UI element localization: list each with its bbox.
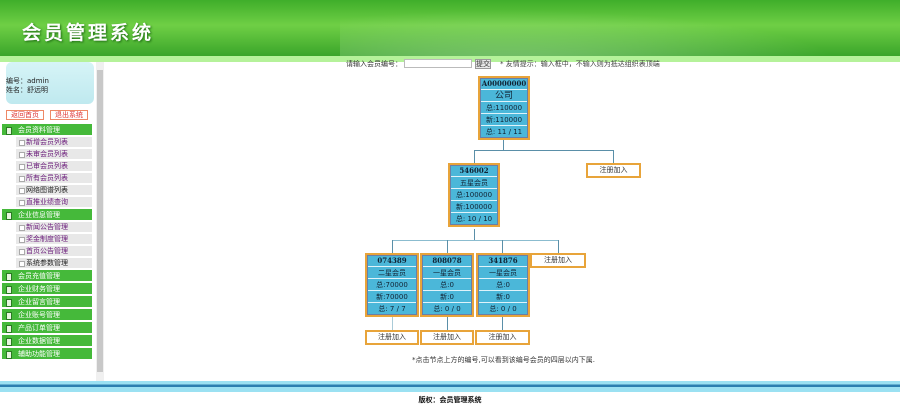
node-id-link[interactable]: 341876 xyxy=(478,255,528,267)
search-label: 请输入会员编号： xyxy=(346,60,402,68)
node-new: 新:100000 xyxy=(450,201,498,213)
tree-node: 546002 五星会员 总:100000 新:100000 总: 10 / 10 xyxy=(448,163,500,227)
sidebar-group[interactable]: 辅助功能管理 xyxy=(2,348,92,360)
header-banner xyxy=(0,0,900,56)
user-name-label: 姓名： xyxy=(6,86,27,94)
tree-line xyxy=(474,150,475,163)
logout-button[interactable]: 退出系统 xyxy=(50,110,88,120)
sidebar-item[interactable]: 已审会员列表 xyxy=(16,161,92,172)
node-count: 总: 0 / 0 xyxy=(433,305,461,313)
tree-line xyxy=(474,229,475,241)
tree-line xyxy=(558,240,559,253)
member-id-input[interactable] xyxy=(404,59,472,68)
sidebar-group[interactable]: 企业数据管理 xyxy=(2,335,92,347)
node-new: 新:0 xyxy=(478,291,528,303)
sidebar-item[interactable]: 未审会员列表 xyxy=(16,149,92,160)
user-info: 编号：admin 姓名：舒远明 xyxy=(6,62,94,104)
tree-line xyxy=(613,150,614,163)
sidebar-item[interactable]: 新增会员列表 xyxy=(16,137,92,148)
node-total: 总:0 xyxy=(422,279,472,291)
tree-line xyxy=(392,240,393,253)
node-level: 一星会员 xyxy=(478,267,528,279)
tree-line xyxy=(503,138,504,151)
copyright: 版权：会员管理系统 xyxy=(418,396,482,404)
register-button[interactable]: 注册加入 xyxy=(420,330,474,345)
node-total: 总:100000 xyxy=(450,189,498,201)
node-level: 一星会员 xyxy=(422,267,472,279)
tree-node-root: A00000000 公司 总:110000 新:110000 总: 11 / 1… xyxy=(478,76,530,140)
node-total: 总:0 xyxy=(478,279,528,291)
node-count: 总: 10 / 10 xyxy=(455,215,493,223)
sidebar-item[interactable]: 网络图谱列表 xyxy=(16,185,92,196)
tree-line xyxy=(392,317,393,330)
scrollbar-thumb[interactable] xyxy=(97,70,103,372)
node-level: 公司 xyxy=(480,90,528,102)
node-level: 二星会员 xyxy=(367,267,417,279)
node-total: 总:110000 xyxy=(480,102,528,114)
sidebar-group[interactable]: 会员资料管理 xyxy=(2,124,92,136)
submit-button[interactable]: 提交 xyxy=(475,59,491,69)
node-id-link[interactable]: 546002 xyxy=(450,165,498,177)
register-button[interactable]: 注册加入 xyxy=(365,330,419,345)
app-title: 会员管理系统 xyxy=(22,22,155,44)
sidebar-item[interactable]: 直推业绩查询 xyxy=(16,197,92,208)
tree-line xyxy=(447,317,448,330)
node-id-link[interactable]: 074389 xyxy=(367,255,417,267)
sidebar-item[interactable]: 系统参数管理 xyxy=(16,258,92,269)
user-id: admin xyxy=(27,77,49,85)
footer-bar xyxy=(0,381,900,392)
sidebar-group[interactable]: 企业账号管理 xyxy=(2,309,92,321)
home-button[interactable]: 返回首页 xyxy=(6,110,44,120)
tree-line xyxy=(392,240,559,241)
tree-line xyxy=(502,240,503,253)
sidebar-group[interactable]: 企业财务管理 xyxy=(2,283,92,295)
tree-line xyxy=(447,240,448,253)
tree-note: *点击节点上方的编号,可以看到该编号会员的四层以内下属. xyxy=(412,356,595,364)
user-id-label: 编号： xyxy=(6,77,27,85)
tree-line xyxy=(474,150,614,151)
node-count: 总: 11 / 11 xyxy=(485,128,523,136)
node-count: 总: 0 / 0 xyxy=(489,305,517,313)
sidebar-item[interactable]: 所有会员列表 xyxy=(16,173,92,184)
search-hint: * 友情提示：输入框中，不输入则为抵达组织表顶端 xyxy=(500,60,660,68)
node-count: 总: 7 / 7 xyxy=(378,305,406,313)
register-button[interactable]: 注册加入 xyxy=(586,163,641,178)
sidebar-group[interactable]: 会员充值管理 xyxy=(2,270,92,282)
sidebar-item[interactable]: 新闻公告管理 xyxy=(16,222,92,233)
sidebar-item[interactable]: 首页公告管理 xyxy=(16,246,92,257)
register-button[interactable]: 注册加入 xyxy=(475,330,530,345)
node-new: 新:70000 xyxy=(367,291,417,303)
register-button[interactable]: 注册加入 xyxy=(530,253,586,268)
tree-line xyxy=(502,317,503,330)
node-level: 五星会员 xyxy=(450,177,498,189)
node-id-link[interactable]: 808078 xyxy=(422,255,472,267)
sidebar-group[interactable]: 企业留言管理 xyxy=(2,296,92,308)
node-id-link[interactable]: A00000000 xyxy=(480,79,528,90)
node-new: 新:110000 xyxy=(480,114,528,126)
sidebar-item[interactable]: 奖金制度管理 xyxy=(16,234,92,245)
sidebar-group[interactable]: 产品订单管理 xyxy=(2,322,92,334)
sidebar-group[interactable]: 企业信息管理 xyxy=(2,209,92,221)
node-new: 新:0 xyxy=(422,291,472,303)
user-name: 舒远明 xyxy=(27,86,48,94)
node-total: 总:70000 xyxy=(367,279,417,291)
